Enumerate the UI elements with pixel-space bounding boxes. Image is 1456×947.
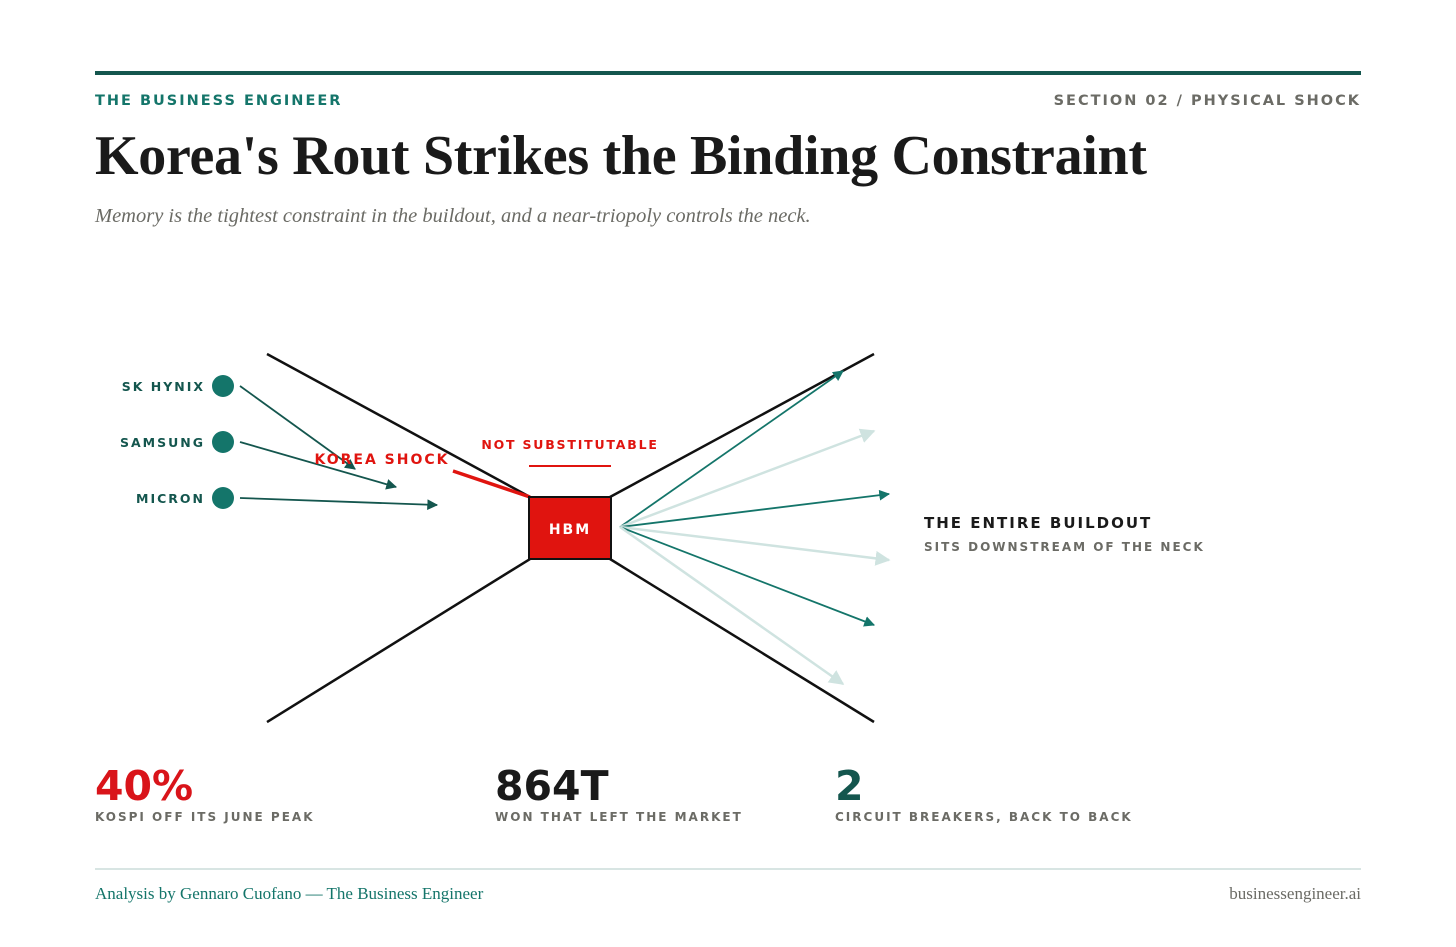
top-rule <box>95 71 1361 75</box>
supplier-arrow-samsung <box>239 441 398 490</box>
footer-site: businessengineer.ai <box>1229 884 1361 903</box>
downstream-arrow-4 <box>619 525 891 566</box>
downstream-arrow-5 <box>619 526 876 627</box>
stat-won: 864T WON THAT LEFT THE MARKET <box>495 762 743 824</box>
downstream-arrow-2 <box>619 428 876 529</box>
korea-shock-label: KOREA SHOCK <box>315 452 450 468</box>
stat-kospi: 40% KOSPI OFF ITS JUNE PEAK <box>95 762 315 824</box>
page-subtitle: Memory is the tightest constraint in the… <box>95 205 811 227</box>
not-substitutable-label: NOT SUBSTITUTABLE <box>481 437 658 452</box>
supplier-arrow-sk-hynix <box>239 385 356 470</box>
stat-kospi-label: KOSPI OFF ITS JUNE PEAK <box>95 810 315 824</box>
funnel-edge-left-top <box>266 352 531 499</box>
footer-credit: Analysis by Gennaro Cuofano — The Busine… <box>95 884 484 903</box>
supplier-label-micron: MICRON <box>136 491 205 506</box>
funnel-edge-right-bottom <box>609 557 875 724</box>
hbm-neck-box <box>528 496 612 560</box>
funnel-edge-left-bottom <box>266 557 531 724</box>
stat-circuit-breakers-value: 2 <box>835 762 864 810</box>
footer-rule <box>95 868 1361 870</box>
stat-circuit-breakers: 2 CIRCUIT BREAKERS, BACK TO BACK <box>835 762 1133 824</box>
supplier-label-sk-hynix: SK HYNIX <box>122 379 205 394</box>
funnel-edge-right-top <box>609 352 875 499</box>
section-label: SECTION 02 / PHYSICAL SHOCK <box>1053 93 1361 109</box>
downstream-arrow-1 <box>619 370 844 528</box>
downstream-arrow-3 <box>619 489 891 528</box>
downstream-title: THE ENTIRE BUILDOUT <box>924 514 1152 532</box>
supplier-dot-samsung <box>212 431 234 453</box>
stat-circuit-breakers-label: CIRCUIT BREAKERS, BACK TO BACK <box>835 810 1133 824</box>
supplier-arrow-micron <box>239 497 439 511</box>
page-title: Korea's Rout Strikes the Binding Constra… <box>95 125 1147 187</box>
downstream-subtitle: SITS DOWNSTREAM OF THE NECK <box>924 540 1205 554</box>
korea-shock-line <box>452 469 531 499</box>
stat-won-label: WON THAT LEFT THE MARKET <box>495 810 743 824</box>
hbm-neck-label: HBM <box>549 522 591 538</box>
supplier-dot-micron <box>212 487 234 509</box>
brand-label: THE BUSINESS ENGINEER <box>95 93 343 109</box>
supplier-label-samsung: SAMSUNG <box>120 435 205 450</box>
downstream-arrow-6 <box>619 525 845 686</box>
supplier-dot-sk-hynix <box>212 375 234 397</box>
stat-won-value: 864T <box>495 762 609 810</box>
stat-kospi-value: 40% <box>95 762 194 810</box>
